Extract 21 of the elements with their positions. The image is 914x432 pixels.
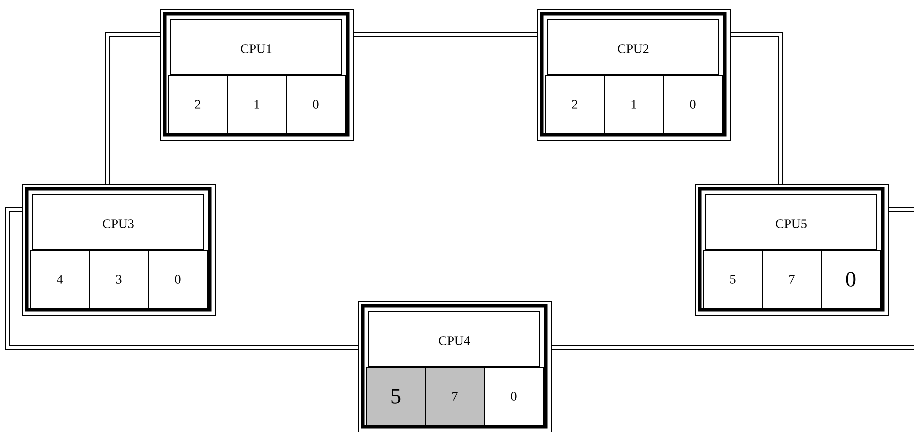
register-cell: 0 xyxy=(286,75,346,134)
register-cell: 0 xyxy=(663,75,723,134)
register-cell: 3 xyxy=(89,250,149,309)
connector-line xyxy=(889,208,914,212)
register-cell: 1 xyxy=(227,75,287,134)
register-cell: 0 xyxy=(148,250,208,309)
connector-line xyxy=(6,208,358,350)
register-cell: 0 xyxy=(821,250,881,309)
register-cell: 1 xyxy=(604,75,664,134)
register-cell: 2 xyxy=(168,75,228,134)
register-cell: 5 xyxy=(703,250,763,309)
connector-line xyxy=(552,346,914,350)
register-cell: 0 xyxy=(484,367,544,426)
connector-line xyxy=(731,32,784,184)
register-cell: 7 xyxy=(762,250,822,309)
register-cell: 5 xyxy=(366,367,426,426)
register-cell: 2 xyxy=(545,75,605,134)
register-cell: 4 xyxy=(30,250,90,309)
connector-line xyxy=(106,32,160,184)
connector-line xyxy=(354,32,537,38)
register-cell: 7 xyxy=(425,367,485,426)
